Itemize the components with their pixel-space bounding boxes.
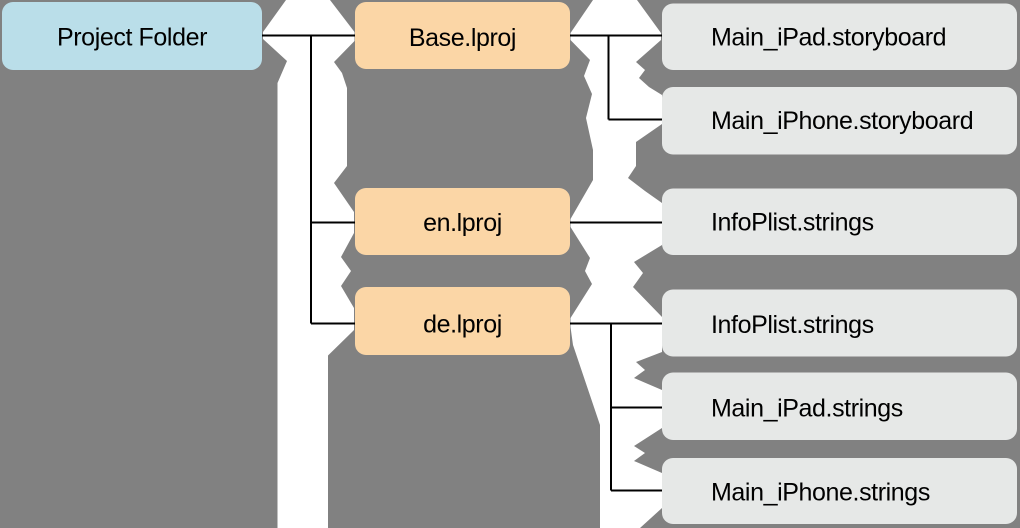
svg-text:de.lproj: de.lproj bbox=[423, 311, 502, 339]
svg-text:Main_iPhone.strings: Main_iPhone.strings bbox=[711, 478, 930, 506]
svg-text:Project Folder: Project Folder bbox=[57, 24, 207, 52]
svg-text:InfoPlist.strings: InfoPlist.strings bbox=[711, 311, 874, 339]
svg-text:Main_iPad.storyboard: Main_iPad.storyboard bbox=[711, 23, 946, 51]
svg-text:Main_iPhone.storyboard: Main_iPhone.storyboard bbox=[711, 107, 973, 135]
svg-text:Main_iPad.strings: Main_iPad.strings bbox=[711, 394, 903, 422]
svg-text:InfoPlist.strings: InfoPlist.strings bbox=[711, 209, 874, 237]
svg-text:Base.lproj: Base.lproj bbox=[409, 24, 516, 52]
svg-text:en.lproj: en.lproj bbox=[423, 209, 502, 237]
